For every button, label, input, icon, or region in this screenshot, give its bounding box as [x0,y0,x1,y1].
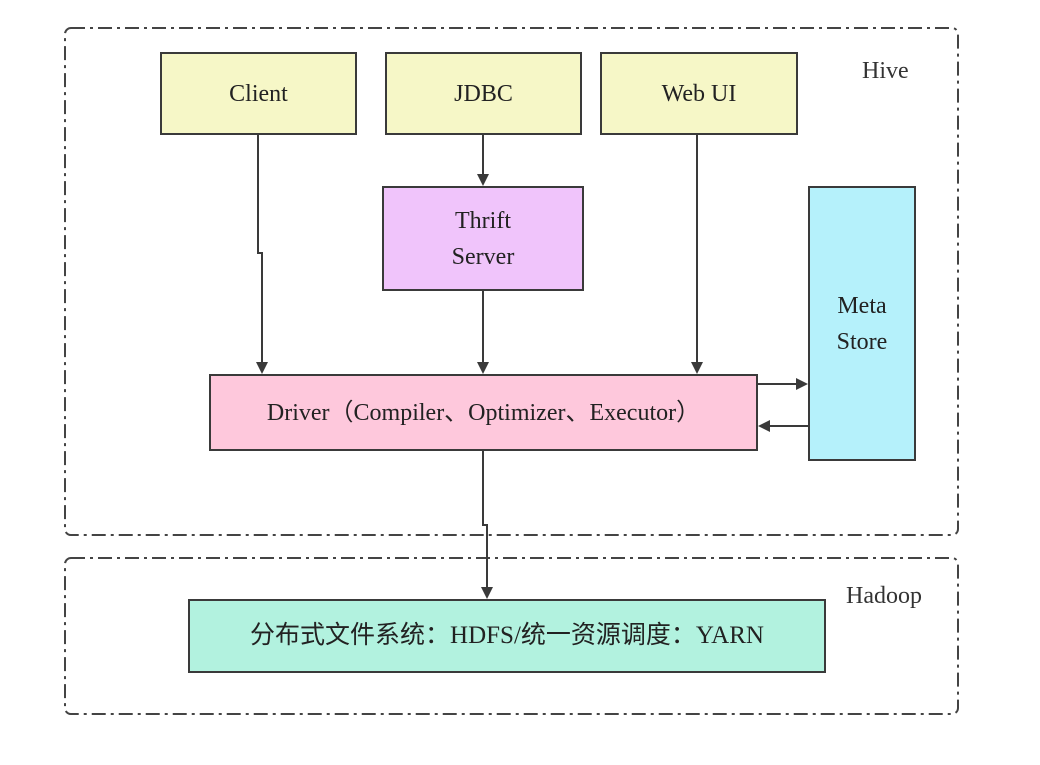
jdbc-node: JDBC [385,52,582,135]
jdbc-node-label: JDBC [454,80,513,107]
client-node-label: Client [229,80,288,107]
driver-node: Driver（Compiler、Optimizer、Executor） [209,374,758,451]
metastore-node: Meta Store [808,186,916,461]
thrift-server-node: Thrift Server [382,186,584,291]
driver-node-label: Driver（Compiler、Optimizer、Executor） [266,399,701,426]
hadoop-group-label: Hadoop [846,583,922,609]
metastore-label-line1: Meta [837,292,887,319]
thrift-server-label-line1: Thrift [455,207,511,234]
thrift-server-label-line2: Server [451,243,515,270]
hdfs-yarn-node: 分布式文件系统：HDFS/统一资源调度：YARN [188,599,826,673]
hdfs-yarn-node-label: 分布式文件系统：HDFS/统一资源调度：YARN [250,622,764,650]
web-ui-node: Web UI [600,52,798,135]
arrow-client-to-driver [256,135,268,374]
metastore-label-line2: Store [836,328,888,355]
arrow-driver-to-hdfs [481,451,493,599]
hadoop-group-border [64,557,959,715]
hive-group-border [64,27,959,536]
web-ui-node-label: Web UI [661,80,737,107]
client-node: Client [160,52,357,135]
hive-group-label: Hive [862,58,909,84]
